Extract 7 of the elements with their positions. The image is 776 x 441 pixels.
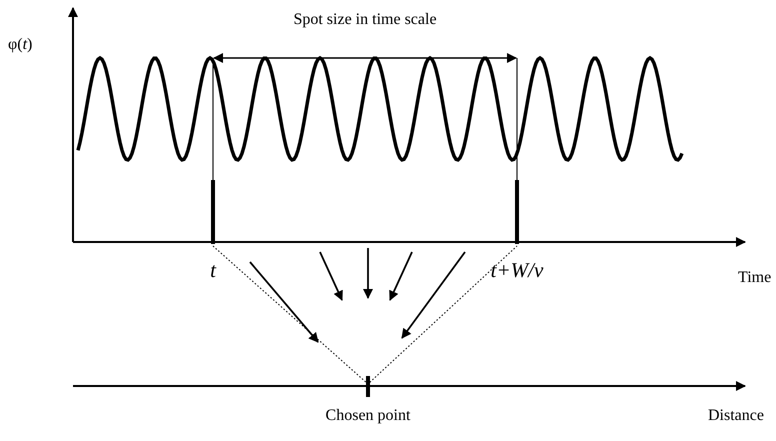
axis-tick-label: t (210, 258, 216, 282)
axis-title: Time (738, 268, 772, 288)
axis-title: Distance (708, 406, 764, 426)
axis-tick-label: t+W/v (490, 258, 544, 282)
dimension-label: Spot size in time scale (293, 10, 437, 30)
point-label: Chosen point (326, 406, 410, 426)
axis-label: φ(t) (8, 35, 32, 55)
